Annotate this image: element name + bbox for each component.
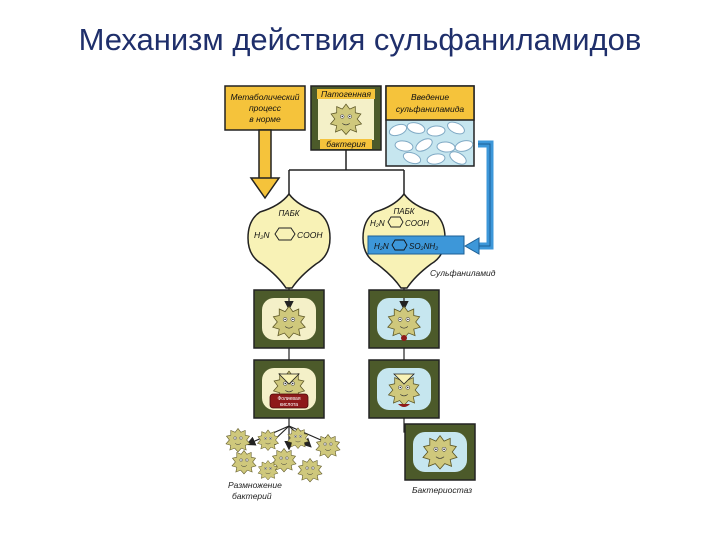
sulfanilamide-band: [367, 235, 465, 255]
bacterium-icon: [287, 427, 309, 449]
sulfanilamide-arrow: [463, 140, 494, 255]
panel-left-2: Фолиевая кислота: [253, 359, 325, 419]
paba-formula-right-amine: H₂N: [370, 219, 385, 228]
panel-left-1: [253, 289, 325, 349]
sulfa-formula-sulfonamide: SO₂NH₂: [409, 242, 438, 251]
sulfanilamide-label-line-1: Введение: [411, 92, 449, 102]
sulfanilamide-box: Введение сульфаниламида: [385, 85, 475, 168]
sulfanilamide-caption: Сульфаниламид: [430, 268, 496, 278]
caption-reproduction-line-1: Размножение: [228, 480, 282, 490]
benzene-ring-sulfa: [391, 239, 408, 251]
pathogen-box: Патогенная бактерия: [310, 85, 382, 151]
normal-flow-arrow: [249, 129, 281, 200]
pathogen-label-top: Патогенная: [321, 89, 372, 99]
paba-flask-left: ПАБК H₂N COOH: [247, 192, 331, 289]
bacterium-icon: [315, 434, 341, 459]
metabolic-label-line-1: Метаболический: [230, 92, 299, 102]
bacterium-icon: [231, 450, 257, 475]
metabolic-label-line-2: процесс: [249, 103, 282, 113]
folic-acid-badge: [269, 393, 309, 409]
paba-flask-right: ПАБК H₂N COOH H₂N SO₂NH₂: [362, 192, 465, 289]
bacterium-icon: [225, 428, 251, 453]
bacterium-icon: [257, 429, 279, 451]
paba-label-left: ПАБК: [278, 209, 300, 218]
paba-formula-left-carboxyl: COOH: [297, 230, 323, 240]
bacterium-icon: [297, 458, 323, 483]
paba-formula-left-amine: H₂N: [254, 230, 270, 240]
caption-reproduction-line-2: бактерий: [232, 491, 272, 501]
sulfanilamide-label-line-2: сульфаниламида: [396, 104, 465, 114]
caption-bacteriostasis: Бактериостаз: [412, 485, 472, 495]
bacteria-colony: [225, 427, 341, 483]
bacteriostasis-panel: [404, 423, 476, 481]
metabolic-process-box: Метаболический процесс в норме: [224, 85, 306, 131]
panel-right-1: [368, 289, 440, 349]
metabolic-label-line-3: в норме: [249, 114, 281, 124]
paba-formula-right-carboxyl: COOH: [405, 219, 429, 228]
page-title: Механизм действия сульфаниламидов: [78, 22, 642, 57]
benzene-ring-right: [387, 216, 404, 228]
panel-right-2: [368, 359, 440, 419]
paba-label-right: ПАБК: [393, 207, 415, 216]
branch-lines: [288, 150, 405, 194]
sulfa-formula-amine: H₂N: [374, 242, 389, 251]
folic-acid-label-line-2: кислота: [280, 402, 298, 408]
pathogen-label-bottom: бактерия: [326, 139, 366, 149]
benzene-ring-left: [274, 227, 296, 241]
folic-acid-label-line-1: Фолиевая: [277, 396, 300, 402]
